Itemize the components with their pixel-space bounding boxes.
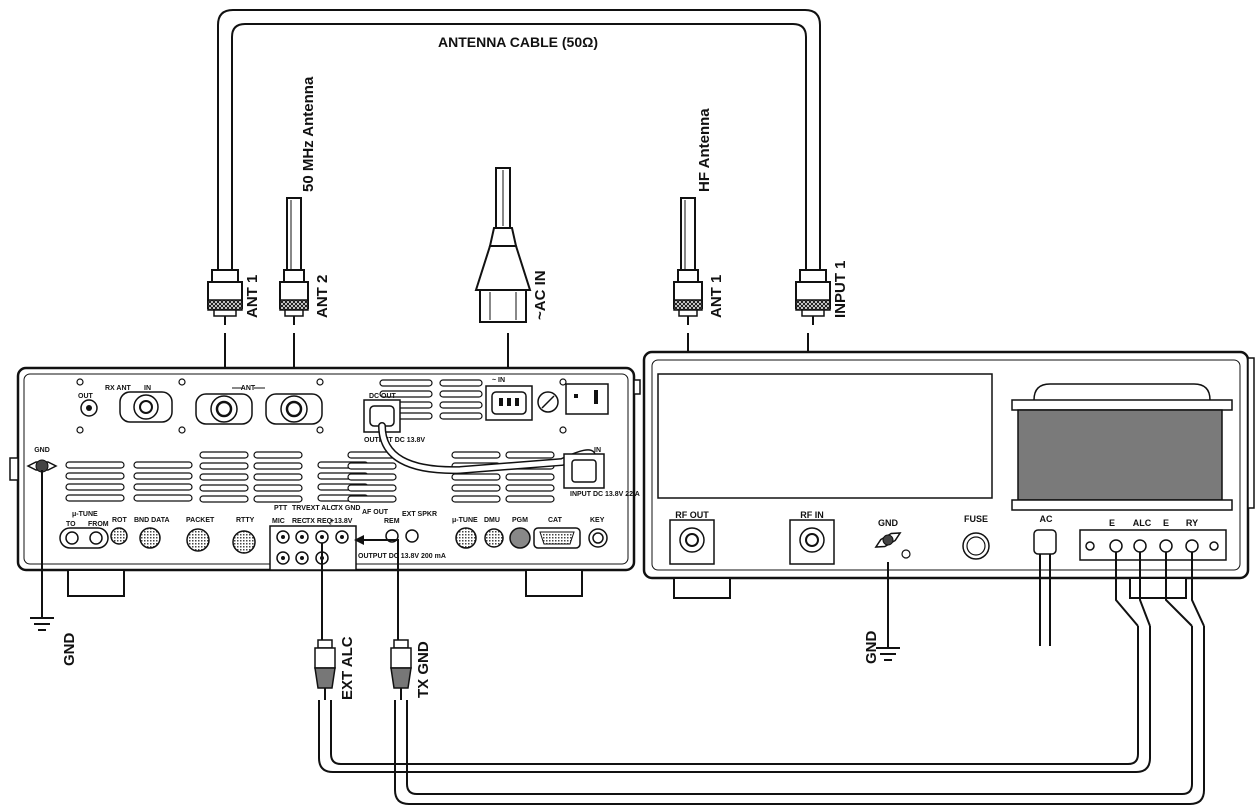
fuse-label: FUSE [964,514,988,524]
trv-label: TRV [292,505,306,512]
dc-in-label: IN [594,447,601,454]
tx-gnd-terminal-label: GND [34,447,50,454]
transformer [1011,383,1233,511]
tx-gnd-plug [354,535,412,700]
antenna-cable-top [217,9,821,290]
rec-label: REC [292,518,307,525]
ext-alc-small-label: EXT ALC [306,505,336,512]
rx-ant-label: RX ANT [105,385,132,392]
rx-out-label: OUT [78,393,94,400]
gnd-right-label: GND [863,631,880,665]
antenna-50mhz-label: 50 MHz Antenna [300,76,317,192]
ant2-label: ANT 2 [314,275,331,318]
e1-label: E [1109,518,1115,528]
alc-label: ALC [1133,518,1152,528]
tune-to-label: TO [66,521,76,528]
rem-label: REM [384,518,400,525]
ry-label: RY [1186,518,1198,528]
key-label: KEY [590,517,605,524]
ptt-label: PTT [274,505,288,512]
mic-label: MIC [272,518,285,525]
amp-ant1-label: ANT 1 [708,275,725,318]
ant1-plug [207,269,243,325]
dc-output-note: OUTPUT DC 13.8V 200 mA [358,553,446,560]
tx-gnd-small-label: TX GND [334,505,360,512]
input1-plug [795,269,831,325]
amp-gnd-terminal-label: GND [878,518,899,528]
ant1-label: ANT 1 [244,275,261,318]
af-out-label: AF OUT [362,509,389,516]
input1-label: INPUT 1 [832,260,849,318]
tx-gnd-label: TX GND [415,641,432,698]
transceiver-rear-panel: RX ANT IN OUT ANT [9,366,641,597]
hf-antenna-cable [673,197,703,325]
rx-in-label: IN [144,385,151,392]
ground-symbol-left [30,470,54,631]
rtty-label: RTTY [236,517,255,524]
control-cables-bottom [318,626,1205,805]
rf-out-label: RF OUT [675,510,709,520]
amplifier-rear-panel: RF OUT RF IN GND FUSE AC E ALC E RY [642,350,1255,599]
antenna-50mhz-cable [279,197,309,325]
ac-power-plug [474,167,532,323]
band-data-label: BND DATA [134,517,170,524]
cat-label: CAT [548,517,563,524]
ac-in-socket-label: ~ IN [492,377,505,384]
tune-label: μ-TUNE [72,511,98,518]
dc-out-label: DC OUT [369,393,397,400]
gnd-left-label: GND [61,633,78,667]
antenna-cable-label: ANTENNA CABLE (50Ω) [438,34,598,50]
pgm-label: PGM [512,517,528,524]
e2-label: E [1163,518,1169,528]
ext-alc-label: EXT ALC [339,636,356,700]
txreq-label: TX REQ [306,518,333,525]
gnd-wingnut-left [26,459,58,473]
ext-alc-plug [314,543,336,700]
dmu-label: DMU [484,517,500,524]
ac-in-label: ~AC IN [532,270,549,320]
hf-antenna-label: HF Antenna [696,108,713,192]
tune-from-label: FROM [88,521,109,528]
rf-in-label: RF IN [800,510,824,520]
dc-input-note: INPUT DC 13.8V 22 A [570,491,640,498]
tune2-label: μ-TUNE [452,517,478,524]
ant-label: ANT [241,385,256,392]
ground-symbol-right [876,562,900,661]
v138-label: +13.8V [330,518,353,525]
rot-label: ROT [112,517,128,524]
amp-ac-label: AC [1040,514,1053,524]
amp-ac-cable [1039,554,1051,646]
packet-label: PACKET [186,517,215,524]
ext-spkr-label: EXT SPKR [402,511,437,518]
terminal-wires [1115,552,1205,627]
dc-out-output-note: OUTPUT DC 13.8V [364,437,425,444]
